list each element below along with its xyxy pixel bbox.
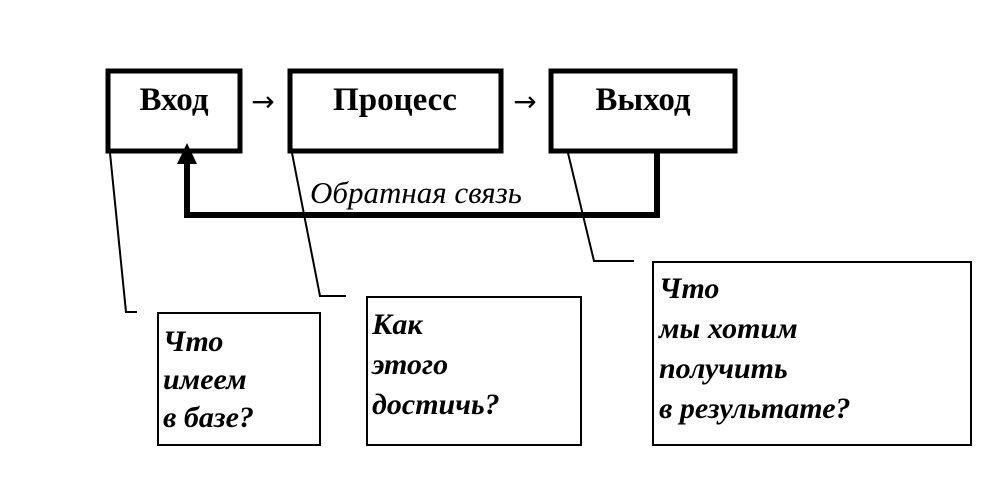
input-to-process-arrow: →	[251, 85, 274, 118]
input-note-line-1: Что	[163, 325, 223, 358]
feedback-label: Обратная связь	[310, 175, 522, 210]
process-to-output-arrow: →	[513, 85, 536, 118]
input-note-box: Что имеем в базе?	[157, 312, 321, 446]
output-note-line-2: мы хотим	[657, 312, 798, 345]
process-box-label: Процесс	[333, 82, 457, 118]
process-box: Процесс	[287, 68, 504, 154]
output-leader-line	[567, 152, 634, 262]
feedback-arrowhead-icon	[177, 143, 197, 164]
output-note-line-3: получить	[659, 352, 788, 385]
input-box: Вход	[105, 68, 243, 154]
process-note-line-3: достичь?	[372, 388, 500, 421]
input-note-line-3: в базе?	[163, 401, 254, 434]
process-note-line-2: этого	[371, 348, 448, 381]
output-note-line-4: в результате?	[659, 392, 851, 425]
input-box-label: Вход	[139, 82, 208, 118]
output-note-line-1: Что	[659, 272, 719, 305]
feedback-loop	[177, 143, 660, 218]
process-note-line-1: Как	[371, 308, 423, 341]
input-leader-line	[109, 152, 137, 313]
output-note-box: Что мы хотим получить в результате?	[652, 261, 972, 446]
input-note-line-2: имеем	[163, 363, 247, 396]
process-leader-line	[291, 152, 346, 297]
process-note-box: Как этого достичь?	[366, 296, 582, 446]
output-box-label: Выход	[595, 82, 691, 118]
output-box: Выход	[548, 68, 738, 154]
